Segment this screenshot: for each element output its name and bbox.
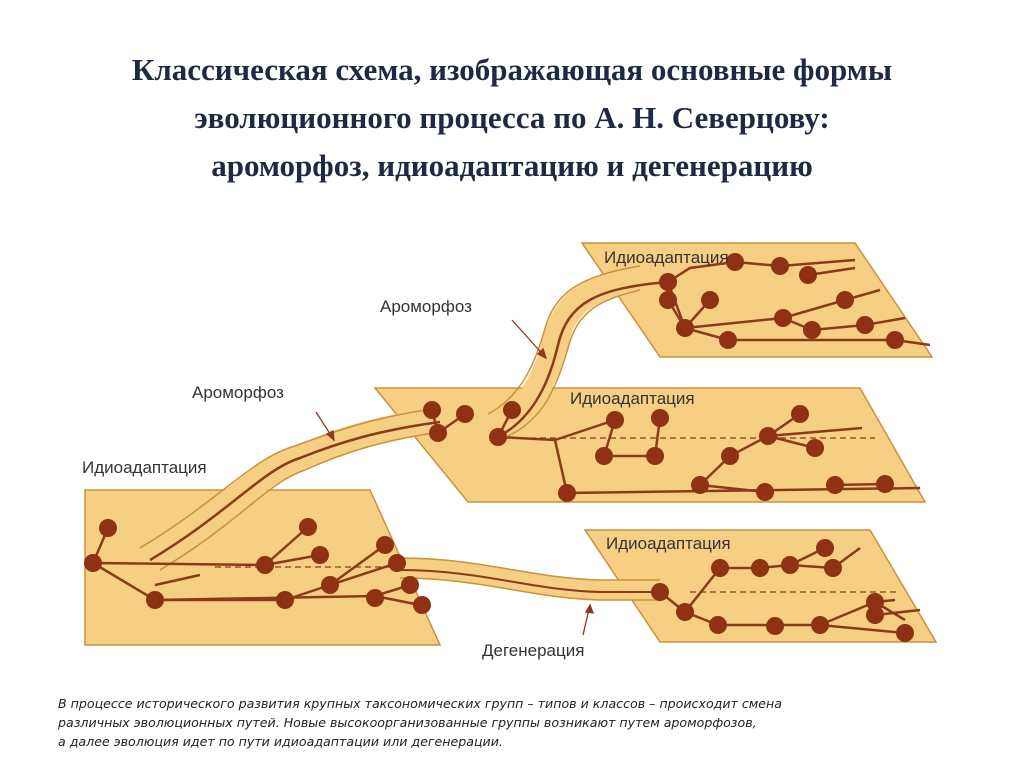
- node: [321, 576, 339, 594]
- node: [803, 321, 821, 339]
- node: [256, 556, 274, 574]
- figure-caption: В процессе исторического развития крупны…: [58, 694, 988, 751]
- degeneration-channel-edge-a: [399, 557, 660, 581]
- node: [771, 257, 789, 275]
- node: [276, 591, 294, 609]
- node: [756, 483, 774, 501]
- node: [774, 309, 792, 327]
- node: [299, 518, 317, 536]
- aromorphosis-channel-upper-edge-a: [487, 265, 641, 415]
- nodes-middle: [423, 401, 894, 502]
- arrowhead: [536, 347, 548, 360]
- node: [866, 593, 884, 611]
- node: [401, 576, 419, 594]
- node: [886, 331, 904, 349]
- nodes-base: [84, 518, 431, 614]
- node: [676, 603, 694, 621]
- node: [759, 427, 777, 445]
- node: [651, 409, 669, 427]
- nodes-bottom: [651, 539, 914, 642]
- caption-line-3: а далее эволюция идет по пути идиоадапта…: [58, 734, 503, 749]
- node: [651, 583, 669, 601]
- caption-line-1: В процессе исторического развития крупны…: [58, 696, 782, 711]
- arrowhead: [325, 430, 335, 442]
- aromorphosis-channel-lower-edge-a: [139, 407, 441, 549]
- nodes-top: [659, 253, 904, 349]
- node: [456, 405, 474, 423]
- label-idioadaptation-bottom: Идиоадаптация: [606, 534, 731, 553]
- label-idioadaptation-top: Идиоадаптация: [604, 248, 729, 267]
- node: [721, 447, 739, 465]
- slide-title: Классическая схема, изображающая основны…: [0, 46, 1024, 190]
- node: [824, 559, 842, 577]
- node: [311, 546, 329, 564]
- node: [423, 401, 441, 419]
- aromorphosis-channel-lower-edge-b: [159, 431, 441, 571]
- node: [606, 411, 624, 429]
- node: [799, 266, 817, 284]
- node: [376, 536, 394, 554]
- node: [711, 559, 729, 577]
- node: [503, 401, 521, 419]
- node: [99, 519, 117, 537]
- node: [896, 624, 914, 642]
- title-line-2: эволюционного процесса по А. Н. Северцов…: [194, 100, 830, 135]
- node: [791, 405, 809, 423]
- label-aromorphosis-lower: Ароморфоз: [192, 383, 284, 402]
- node: [558, 484, 576, 502]
- node: [388, 554, 406, 572]
- label-idioadaptation-middle: Идиоадаптация: [570, 389, 695, 408]
- arrowhead: [584, 603, 594, 614]
- node: [726, 253, 744, 271]
- label-aromorphosis-upper: Ароморфоз: [380, 297, 472, 316]
- node: [595, 447, 613, 465]
- node: [413, 596, 431, 614]
- node: [659, 273, 677, 291]
- aromorphosis-channel-upper: [485, 265, 653, 438]
- node: [676, 319, 694, 337]
- node: [701, 291, 719, 309]
- node: [856, 316, 874, 334]
- node: [719, 331, 737, 349]
- node: [84, 554, 102, 572]
- label-degeneration: Дегенерация: [482, 641, 584, 660]
- node: [806, 439, 824, 457]
- title-line-1: Классическая схема, изображающая основны…: [131, 52, 893, 87]
- degeneration-lineage: [399, 569, 660, 593]
- aromorphosis-lineage-upper: [497, 280, 669, 439]
- node: [836, 291, 854, 309]
- node: [709, 616, 727, 634]
- node: [876, 475, 894, 493]
- caption-line-2: различных эволюционных путей. Новые высо…: [58, 715, 757, 730]
- node: [826, 476, 844, 494]
- node: [429, 424, 447, 442]
- node: [766, 617, 784, 635]
- node: [146, 591, 164, 609]
- node: [811, 616, 829, 634]
- title-line-3: ароморфоз, идиоадаптацию и дегенерацию: [211, 148, 813, 183]
- node: [691, 476, 709, 494]
- node: [751, 559, 769, 577]
- node: [489, 428, 507, 446]
- node: [659, 291, 677, 309]
- node: [866, 606, 884, 624]
- node: [781, 556, 799, 574]
- node: [646, 447, 664, 465]
- aromorphosis-lineage-lower: [149, 420, 441, 562]
- label-arrows: [315, 319, 594, 636]
- plane-top: [580, 242, 934, 358]
- aromorphosis-channel-upper-edge-b: [507, 289, 641, 437]
- label-idioadaptation-base: Идиоадаптация: [82, 458, 207, 477]
- node: [366, 589, 384, 607]
- node: [816, 539, 834, 557]
- degeneration-channel: [390, 558, 670, 600]
- degeneration-channel-edge-b: [399, 577, 660, 601]
